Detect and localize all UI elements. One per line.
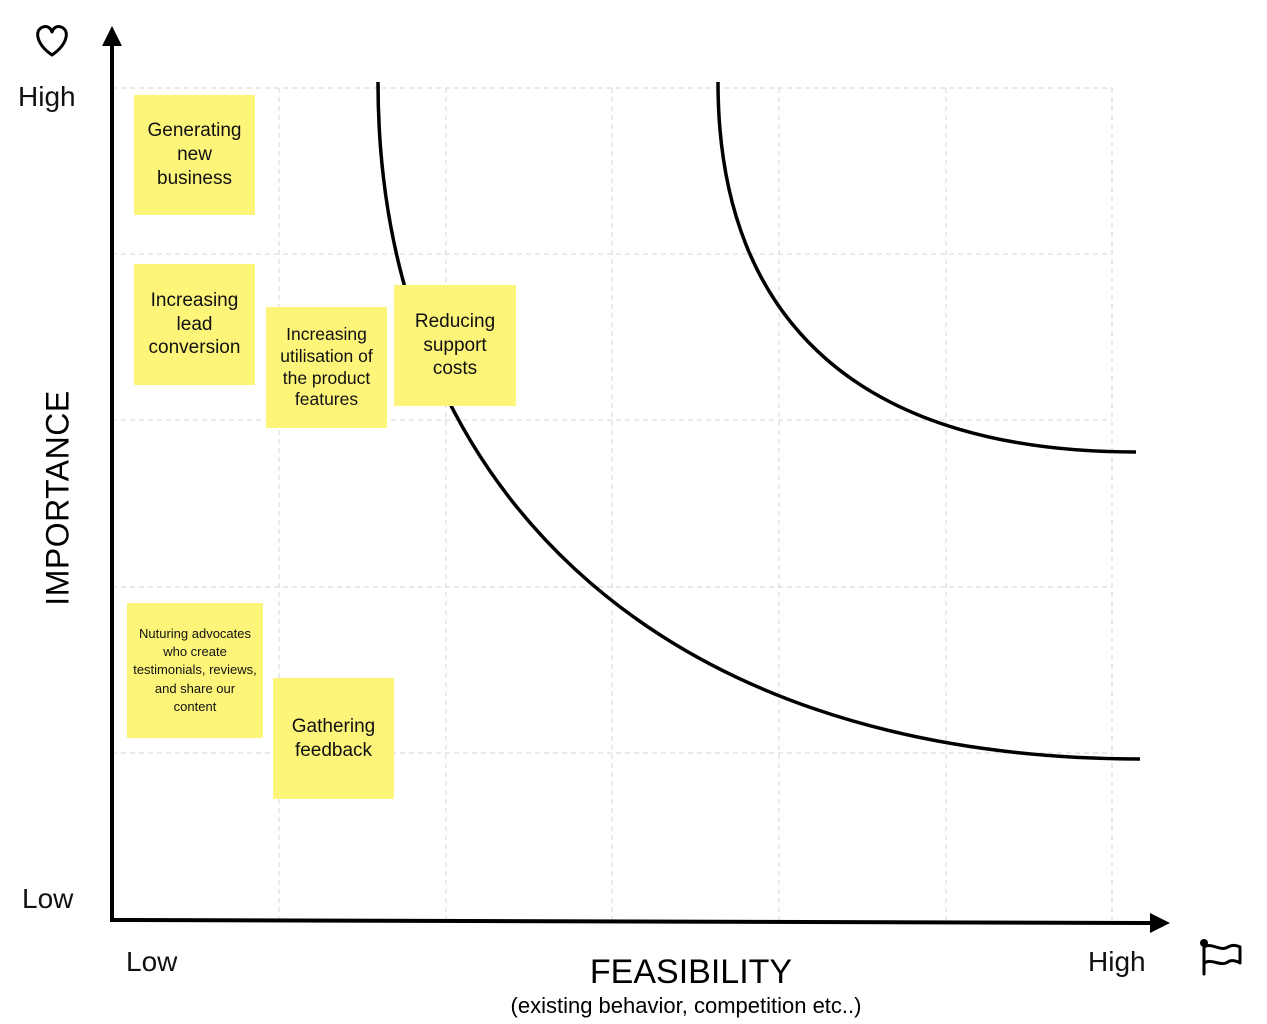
x-axis-high-label: High	[1088, 946, 1146, 977]
x-axis-title: FEASIBILITY	[589, 953, 793, 991]
sticky-note-text: Generating new business	[147, 120, 242, 189]
sticky-note-generating-new-business[interactable]: Generating new business	[134, 95, 255, 215]
x-axis-arrow	[1150, 913, 1170, 933]
sticky-note-nuturing-advocates[interactable]: Nuturing advocates who create testimonia…	[127, 603, 263, 738]
x-axis-low-label: Low	[126, 946, 178, 977]
sticky-note-text: Nuturing advocates who create testimonia…	[133, 626, 257, 714]
sticky-note-increasing-utilisation[interactable]: Increasing utilisation of the product fe…	[266, 307, 387, 428]
sticky-note-text: Reducing support costs	[414, 310, 496, 380]
flag-icon	[1200, 939, 1242, 976]
y-axis-title: IMPORTANCE	[39, 390, 76, 606]
y-axis-arrow	[102, 26, 122, 46]
grid-lines	[112, 87, 1113, 920]
boundary-curve-outer	[716, 81, 1137, 454]
sticky-note-gathering-feedback[interactable]: Gathering feedback	[273, 678, 394, 799]
sticky-note-reducing-support-costs[interactable]: Reducing support costs	[394, 285, 516, 406]
y-axis-low-label: Low	[22, 883, 74, 914]
sticky-note-text: Gathering feedback	[291, 715, 376, 761]
heart-icon	[36, 25, 68, 57]
x-axis-line	[109, 918, 1155, 925]
y-axis-high-label: High	[18, 81, 76, 112]
x-axis-subtitle: (existing behavior, competition etc..)	[510, 993, 862, 1018]
sticky-note-increasing-lead-conversion[interactable]: Increasing lead conversion	[134, 264, 255, 385]
sticky-note-text: Increasing lead conversion	[148, 289, 241, 359]
sticky-note-text: Increasing utilisation of the product fe…	[280, 323, 373, 410]
boundary-curve-inner	[376, 81, 1141, 761]
